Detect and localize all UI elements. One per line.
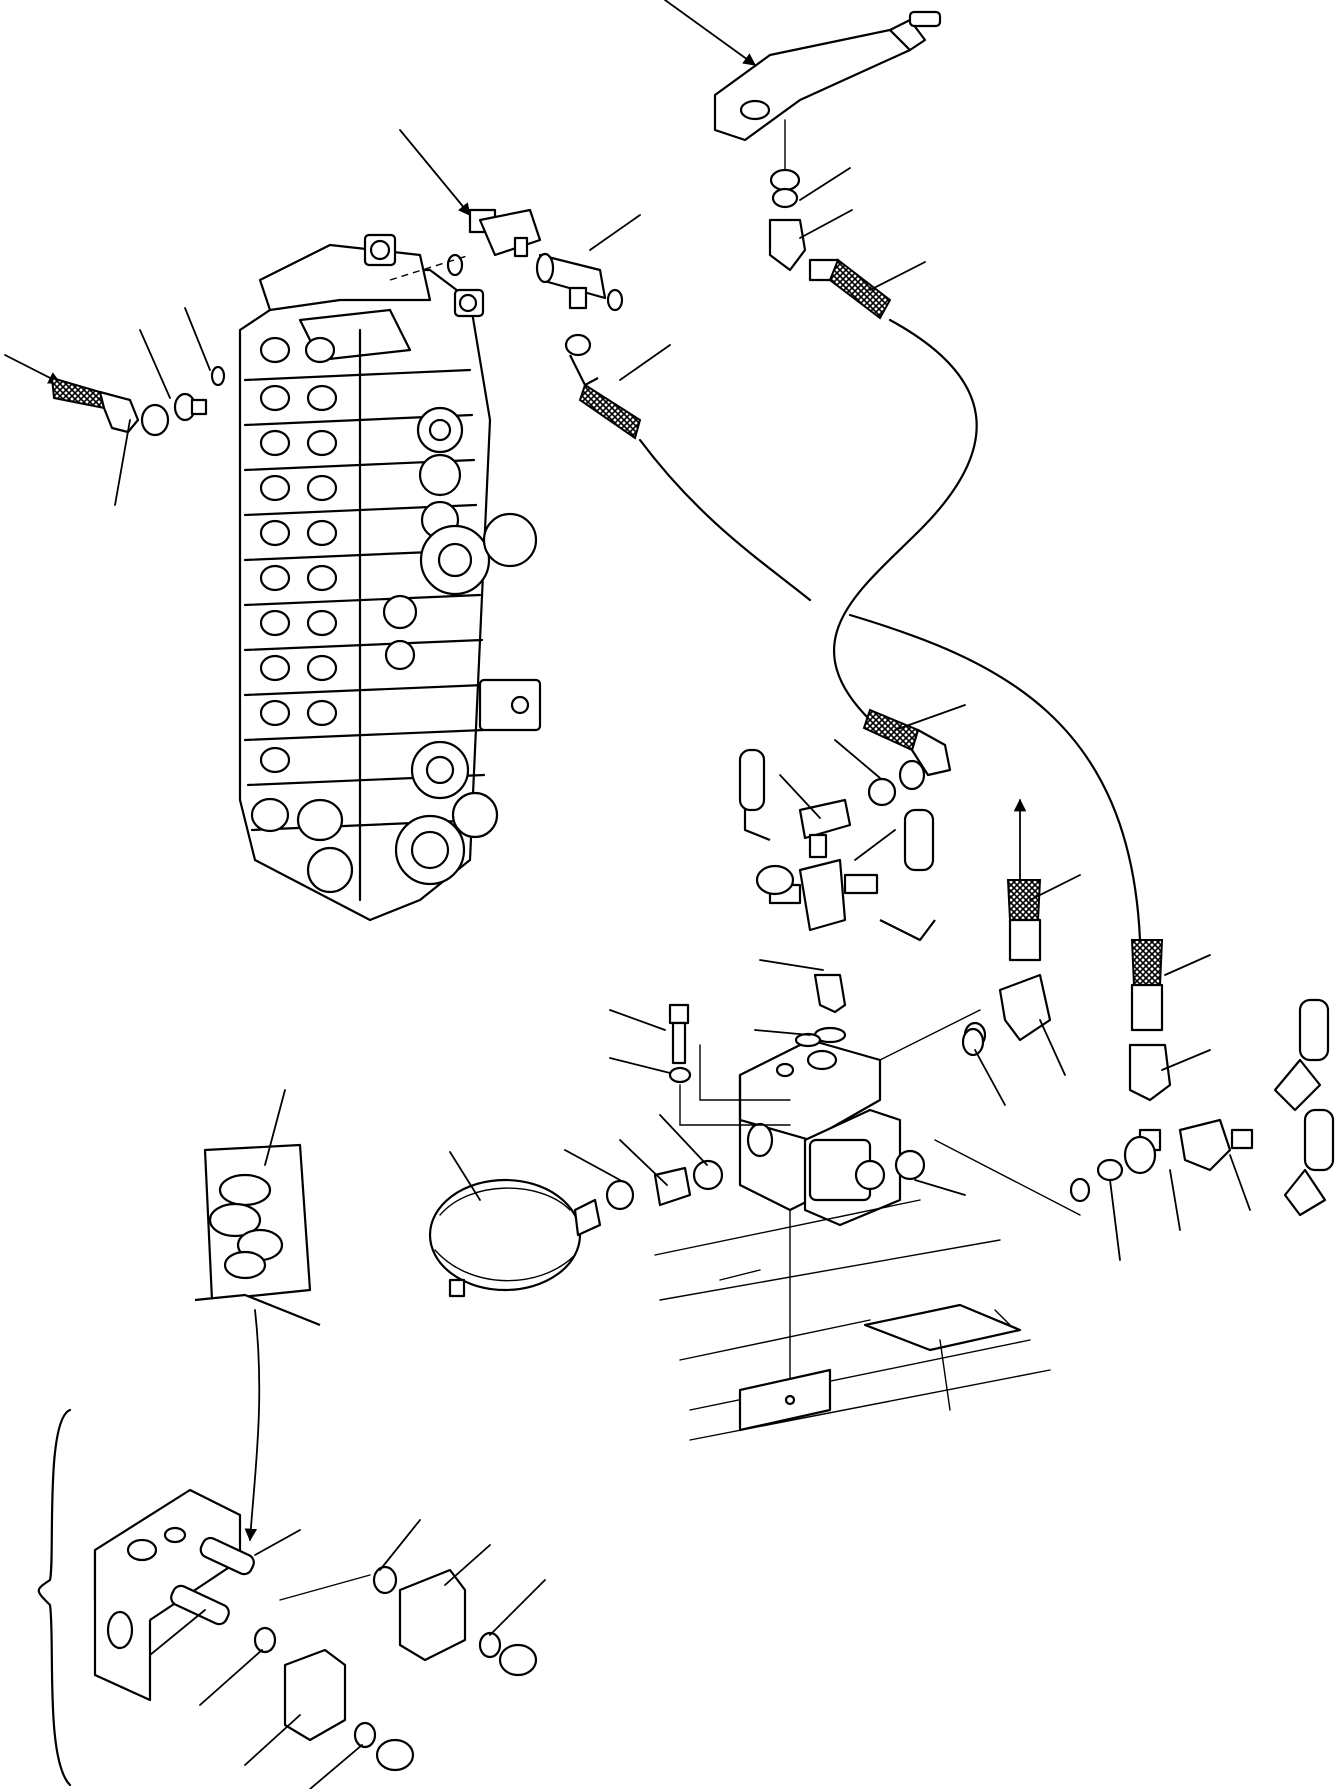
right-fittings bbox=[1096, 939, 1335, 1217]
detail-solenoid-breakdown bbox=[37, 1408, 538, 1787]
hydraulic-cylinder bbox=[664, 0, 942, 320]
center-fittings bbox=[738, 708, 952, 1044]
valve-ports bbox=[250, 336, 354, 894]
valve-side-caps bbox=[382, 406, 542, 886]
solenoid-valve-block bbox=[699, 1009, 1081, 1401]
left-inlet-hose bbox=[4, 354, 226, 437]
seal-kit-bag bbox=[194, 1143, 321, 1542]
mounting-frame bbox=[654, 1199, 1051, 1441]
accumulator bbox=[428, 1159, 724, 1298]
top-port-fitting bbox=[389, 129, 542, 281]
bolt-and-washer bbox=[668, 1003, 791, 1126]
control-valve bbox=[238, 233, 542, 922]
tee-fitting-top bbox=[535, 252, 642, 440]
pump-hose-upward bbox=[963, 798, 1052, 1049]
hose-lines bbox=[638, 318, 1142, 942]
callout-leaders bbox=[114, 167, 1251, 1789]
o-rings-block bbox=[794, 1027, 1091, 1203]
